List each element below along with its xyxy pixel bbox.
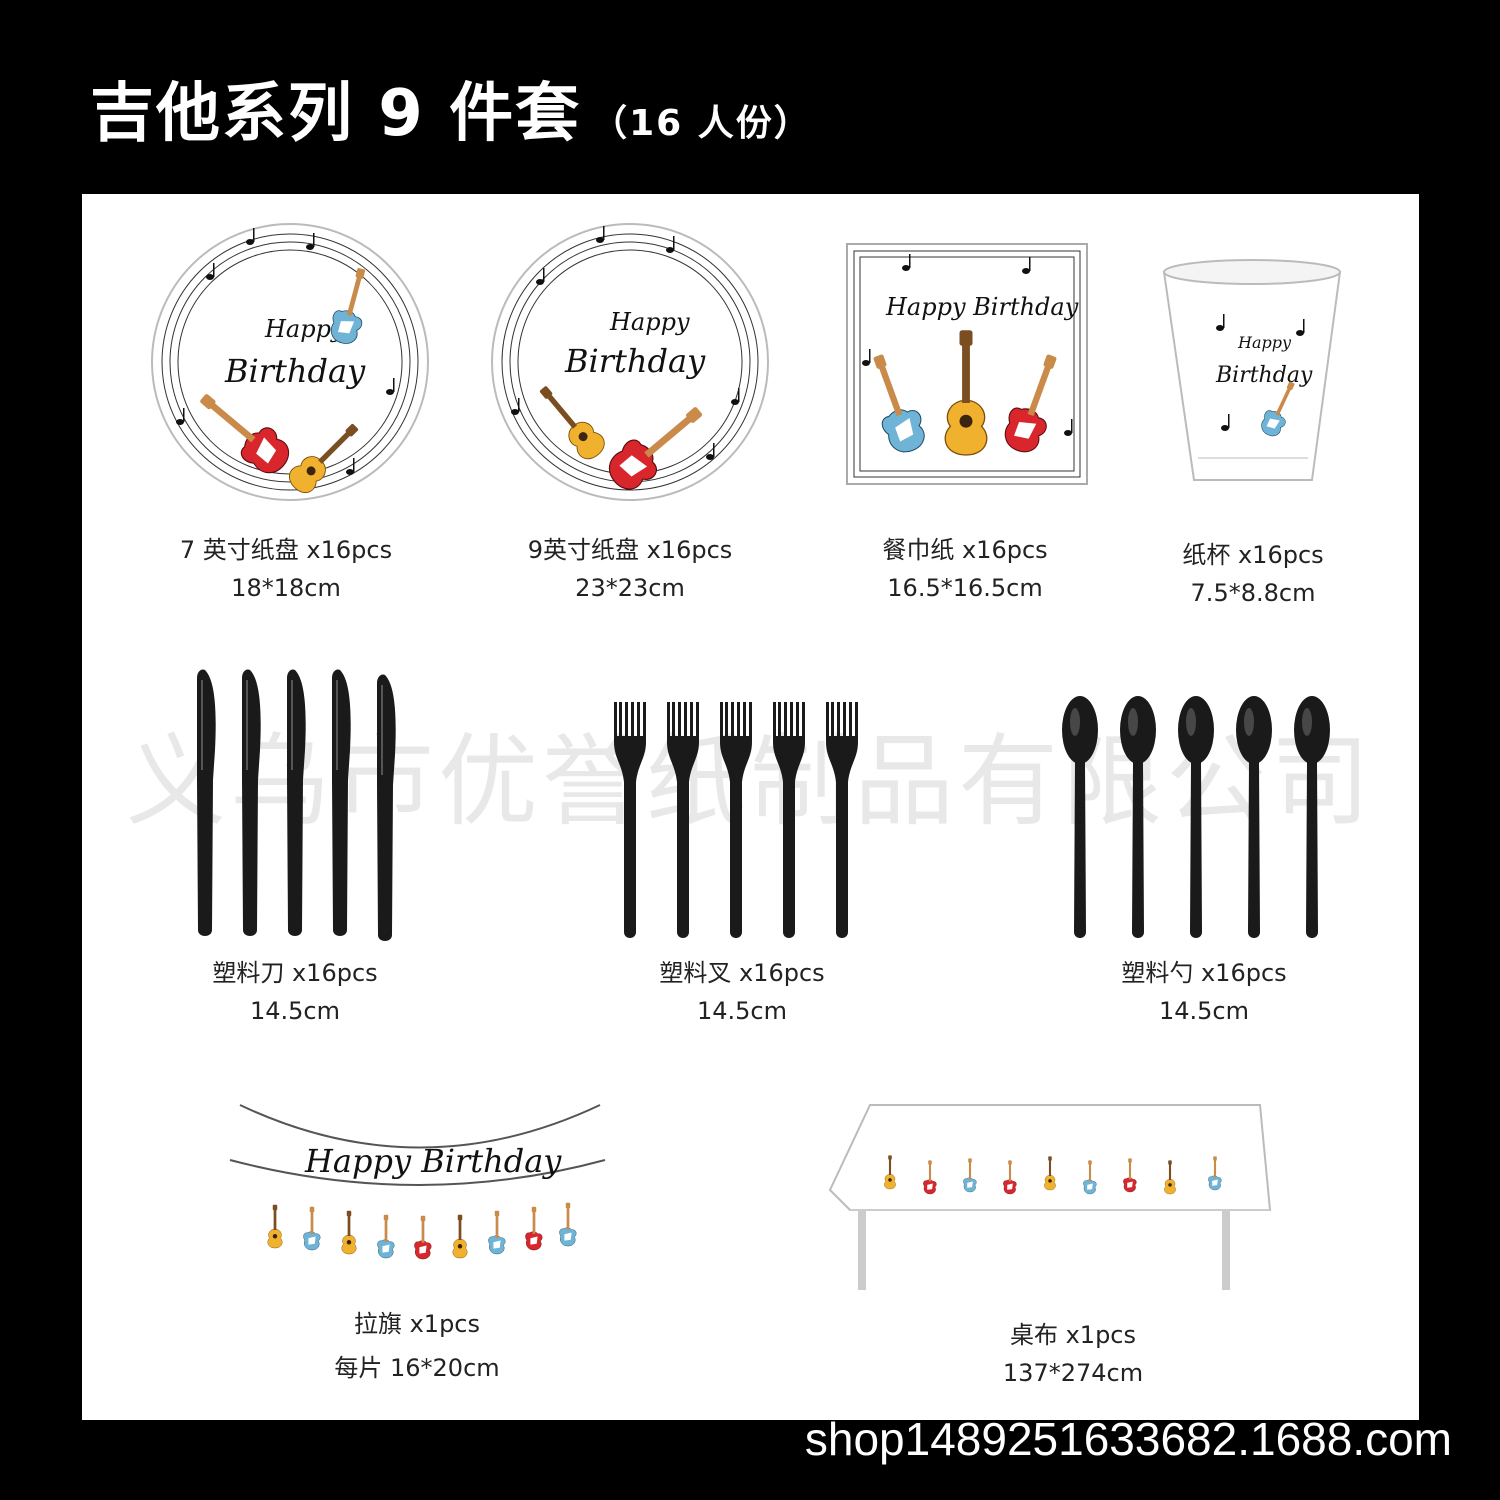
napkin-happy-birthday-text: Happy Birthday [885,293,1079,321]
tablecloth-image [828,1104,1272,1290]
banner-size: 每片 16*20cm [334,1354,500,1382]
banner-happy-birthday-text: Happy Birthday [304,1142,562,1180]
napkin-size: 16.5*16.5cm [887,574,1043,602]
fork-set-image [614,702,858,938]
cup-happy-text: Happy [1237,333,1292,352]
title-subtitle: （16 人份） [591,103,812,144]
spoon-set-image [1062,696,1330,938]
tablecloth-name: 桌布 x1pcs [1009,1321,1137,1349]
tablecloth-size: 137*274cm [1002,1359,1144,1387]
large-plate-size: 23*23cm [575,574,685,602]
small-plate-image: Happy Birthday [151,223,429,501]
paper-cup-image: Happy Birthday [1162,259,1342,481]
large-plate-name: 9英寸纸盘 x16pcs [527,536,733,564]
small-plate-size: 18*18cm [231,574,341,602]
knife-name: 塑料刀 x16pcs [212,959,378,987]
banner-image: Happy Birthday [229,1104,606,1260]
napkin-image: Happy Birthday [846,243,1088,485]
spoon-name: 塑料勺 x16pcs [1121,959,1287,987]
napkin-name: 餐巾纸 x16pcs [882,536,1048,564]
shop-url: shop1489251633682.1688.com [804,1413,1452,1465]
plate-birthday-text: Birthday [564,342,706,380]
plate-birthday-text: Birthday [224,352,366,390]
small-plate-name: 7 英寸纸盘 x16pcs [179,536,393,564]
page-title: 吉他系列 9 件套（16 人份） [90,62,812,154]
large-plate-image: Happy Birthday [491,223,769,501]
banner-name: 拉旗 x1pcs [353,1310,481,1338]
knife-set-image [196,668,397,942]
cup-birthday-text: Birthday [1215,363,1313,388]
knife-size: 14.5cm [249,997,341,1025]
paper-cup-size: 7.5*8.8cm [1190,579,1316,607]
title-main: 吉他系列 9 件套 [90,77,582,151]
paper-cup-name: 纸杯 x16pcs [1182,541,1324,569]
fork-name: 塑料叉 x16pcs [659,959,825,987]
plate-happy-text: Happy [609,308,690,336]
fork-size: 14.5cm [696,997,788,1025]
spoon-size: 14.5cm [1158,997,1250,1025]
